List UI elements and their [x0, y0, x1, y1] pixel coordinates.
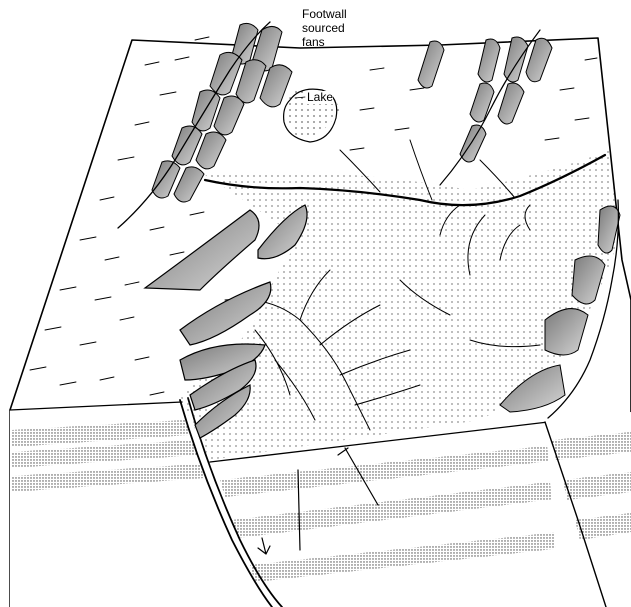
cross-section-right	[545, 412, 631, 607]
footwall-slope-hatching	[30, 37, 209, 395]
footwall-label-line1: Footwall	[302, 8, 347, 21]
basin-floor-stipple	[180, 88, 618, 461]
footwall-label-line2: sourced	[302, 22, 345, 35]
footwall-label-line3: fans	[302, 36, 325, 49]
lake-label: Lake	[307, 91, 333, 104]
footwall-fans-right	[418, 30, 552, 185]
